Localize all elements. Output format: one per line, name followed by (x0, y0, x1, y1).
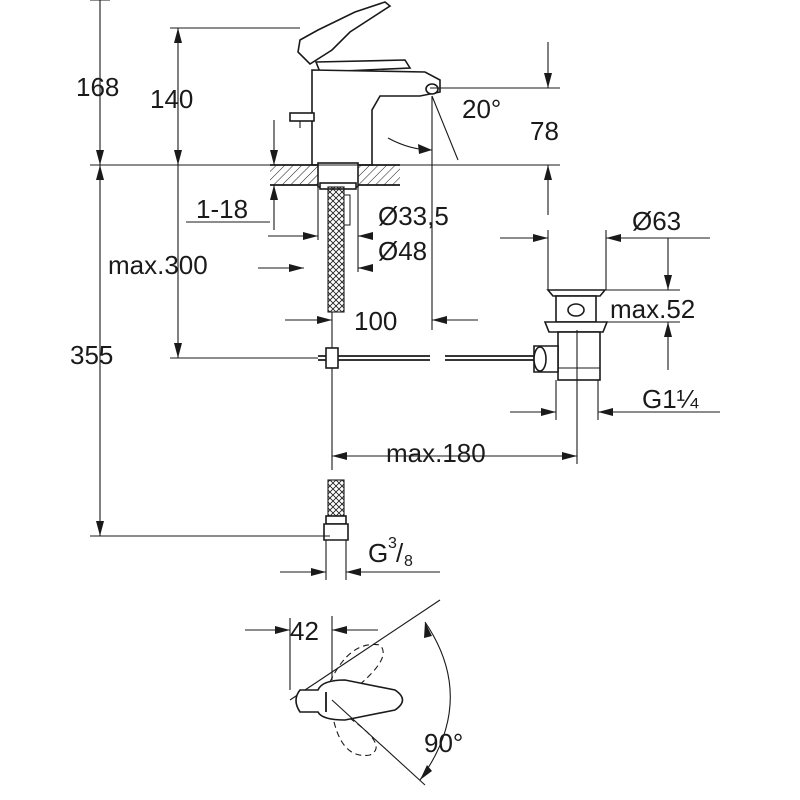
dimension-lines (96, 0, 720, 576)
dim-deck-thickness: 1-18 (196, 194, 248, 224)
supply-thread-numerator: 3 (388, 535, 397, 552)
dim-waste-depth: max.52 (610, 294, 695, 324)
dim-waste-diameter: Ø63 (632, 206, 681, 236)
supply-hose (323, 186, 351, 541)
pop-up-linkage (318, 312, 540, 470)
dim-waste-thread: G1¼ (642, 384, 699, 414)
dim-shank-diameter: Ø33,5 (378, 201, 449, 231)
dim-spout-reach: 100 (354, 306, 397, 336)
dim-lever-offset: 42 (290, 616, 319, 646)
dim-supply-thread: G 3 / 8 (368, 535, 413, 570)
dim-rod-length: max.180 (386, 438, 486, 468)
supply-thread-base: G (368, 538, 388, 568)
faucet-body-side (289, 1, 441, 166)
dim-lever-rotation: 90° (424, 728, 463, 758)
faucet-top-view (245, 599, 451, 786)
dim-hole-diameter: Ø48 (378, 236, 427, 266)
basin-deck (270, 162, 400, 190)
dim-spout-projection: 78 (530, 116, 559, 146)
dim-below-deck: 355 (70, 340, 113, 370)
dim-hose-length: max.300 (108, 250, 208, 280)
svg-text:/: / (396, 538, 404, 568)
dim-spout-angle: 20° (462, 94, 501, 124)
supply-thread-denominator: 8 (404, 553, 413, 570)
dim-total-height: 168 (76, 72, 119, 102)
dim-spout-height: 140 (150, 84, 193, 114)
extension-lines (90, 0, 680, 580)
waste-valve (533, 289, 609, 381)
